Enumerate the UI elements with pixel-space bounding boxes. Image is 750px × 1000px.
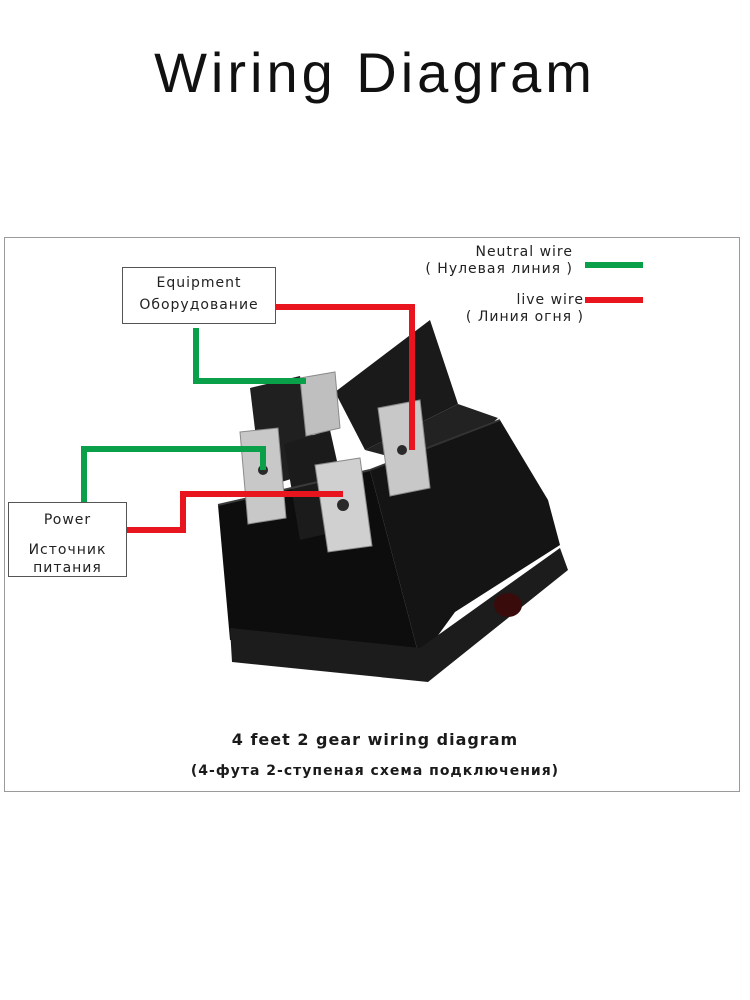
diagram-caption: 4 feet 2 gear wiring diagram [231,730,519,749]
power-live-wire [127,491,343,533]
switch-rocker [335,320,458,450]
equipment-label-ru: Оборудование [139,297,259,313]
diagram-caption-ru: (4-фута 2-ступеная схема подключения) [190,763,560,779]
power-label-ru: Источник питания [28,542,107,576]
diagram-frame [4,237,740,792]
terminal-front-left [239,427,287,525]
power-label-en: Power [43,512,92,528]
equipment-label-en: Equipment [156,275,242,291]
switch-led [494,593,522,617]
page-title: Wiring Diagram [154,41,596,104]
live-wire-legend: live wire ( Линия огня ) [466,292,584,326]
switch-flange [230,548,568,682]
wires [81,262,643,533]
equipment-live-wire [276,304,415,450]
live-wire-label-en: live wire [516,292,584,308]
neutral-wire-label-ru: ( Нулевая линия ) [425,261,573,277]
terminal-rear-left [299,371,341,437]
live-wire-label-ru: ( Линия огня ) [465,309,584,325]
neutral-wire-legend: Neutral wire ( Нулевая линия ) [425,244,573,278]
equipment-label-box: Equipment Оборудование [122,267,276,324]
power-neutral-wire [81,446,266,502]
power-label-box: Power Источник питания [8,502,127,577]
neutral-wire-label-en: Neutral wire [475,244,573,260]
equipment-neutral-wire [193,328,306,384]
